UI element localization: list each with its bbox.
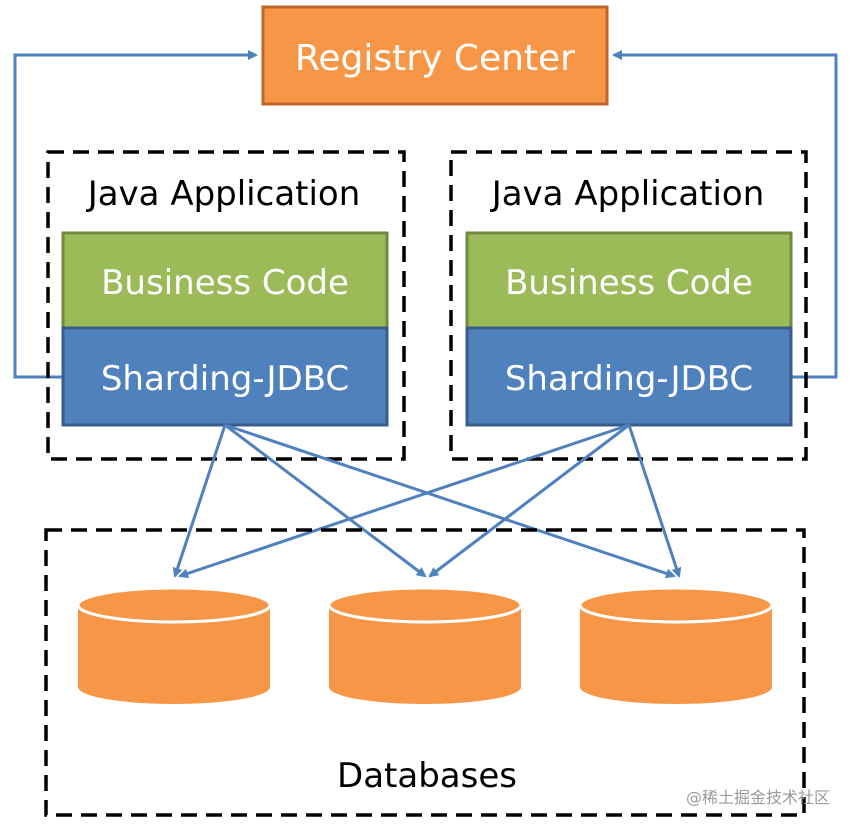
arrow-right-to-db3 bbox=[627, 424, 682, 578]
arrow-right-to-db2 bbox=[428, 423, 630, 578]
right-registry-connector bbox=[612, 50, 838, 379]
right-business-code-label: Business Code bbox=[505, 263, 753, 303]
database-cylinder-2 bbox=[327, 586, 523, 704]
watermark-text: @稀土掘金技术社区 bbox=[686, 788, 830, 807]
arrow-left-to-db3 bbox=[224, 423, 676, 579]
right-sharding-jdbc-box bbox=[465, 326, 793, 427]
left-app-container bbox=[46, 150, 406, 461]
left-business-code-box bbox=[61, 231, 389, 330]
database-cylinder-1 bbox=[76, 586, 272, 704]
left-business-code-label: Business Code bbox=[101, 263, 349, 303]
left-sharding-jdbc-label: Sharding-JDBC bbox=[101, 359, 349, 399]
left-sharding-jdbc-box bbox=[61, 326, 389, 427]
arrow-left-to-db2 bbox=[224, 423, 427, 578]
right-app-container bbox=[449, 150, 808, 461]
db-connection-arrows bbox=[172, 423, 682, 579]
database-cylinder-3 bbox=[578, 586, 774, 704]
databases-container bbox=[44, 528, 806, 817]
registry-center-box bbox=[261, 5, 609, 106]
arrow-right-to-db1 bbox=[178, 423, 630, 579]
right-business-code-box bbox=[465, 231, 793, 330]
databases-label: Databases bbox=[337, 756, 517, 796]
right-app-title: Java Application bbox=[490, 174, 765, 214]
arrow-left-to-db1 bbox=[172, 424, 227, 578]
registry-center-label: Registry Center bbox=[295, 38, 575, 79]
left-app-title: Java Application bbox=[86, 174, 361, 214]
right-sharding-jdbc-label: Sharding-JDBC bbox=[505, 359, 753, 399]
left-registry-connector bbox=[13, 50, 258, 379]
